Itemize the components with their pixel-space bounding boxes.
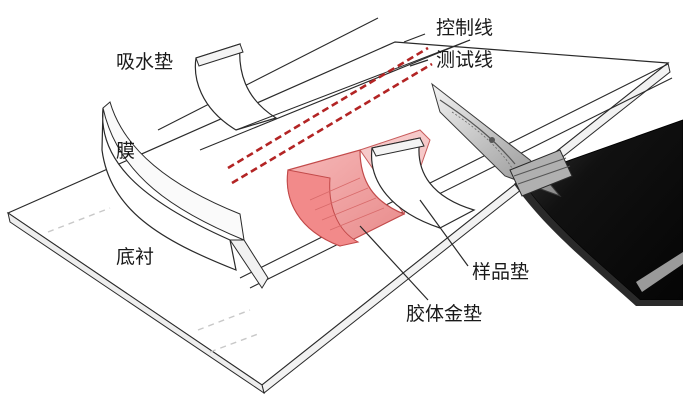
label-membrane: 膜 bbox=[116, 140, 135, 162]
leader-lines bbox=[359, 33, 469, 301]
label-backing: 底衬 bbox=[116, 246, 154, 268]
membrane-curl bbox=[101, 101, 269, 289]
sample-pad bbox=[370, 137, 476, 229]
reaction-lines bbox=[227, 46, 433, 185]
label-test-line: 测试线 bbox=[436, 49, 493, 71]
membrane-strip-lines bbox=[157, 17, 673, 289]
control-line bbox=[227, 46, 429, 170]
label-sample-pad: 样品垫 bbox=[472, 261, 529, 283]
absorbent-pad bbox=[194, 39, 471, 131]
label-control-line: 控制线 bbox=[436, 17, 493, 39]
test-line bbox=[231, 62, 433, 185]
label-conjugate-pad: 胶体金垫 bbox=[406, 303, 482, 325]
fountain-pen-illustration bbox=[431, 82, 683, 306]
label-absorbent-pad: 吸水垫 bbox=[116, 51, 173, 73]
backing-guide-lines bbox=[47, 207, 259, 353]
